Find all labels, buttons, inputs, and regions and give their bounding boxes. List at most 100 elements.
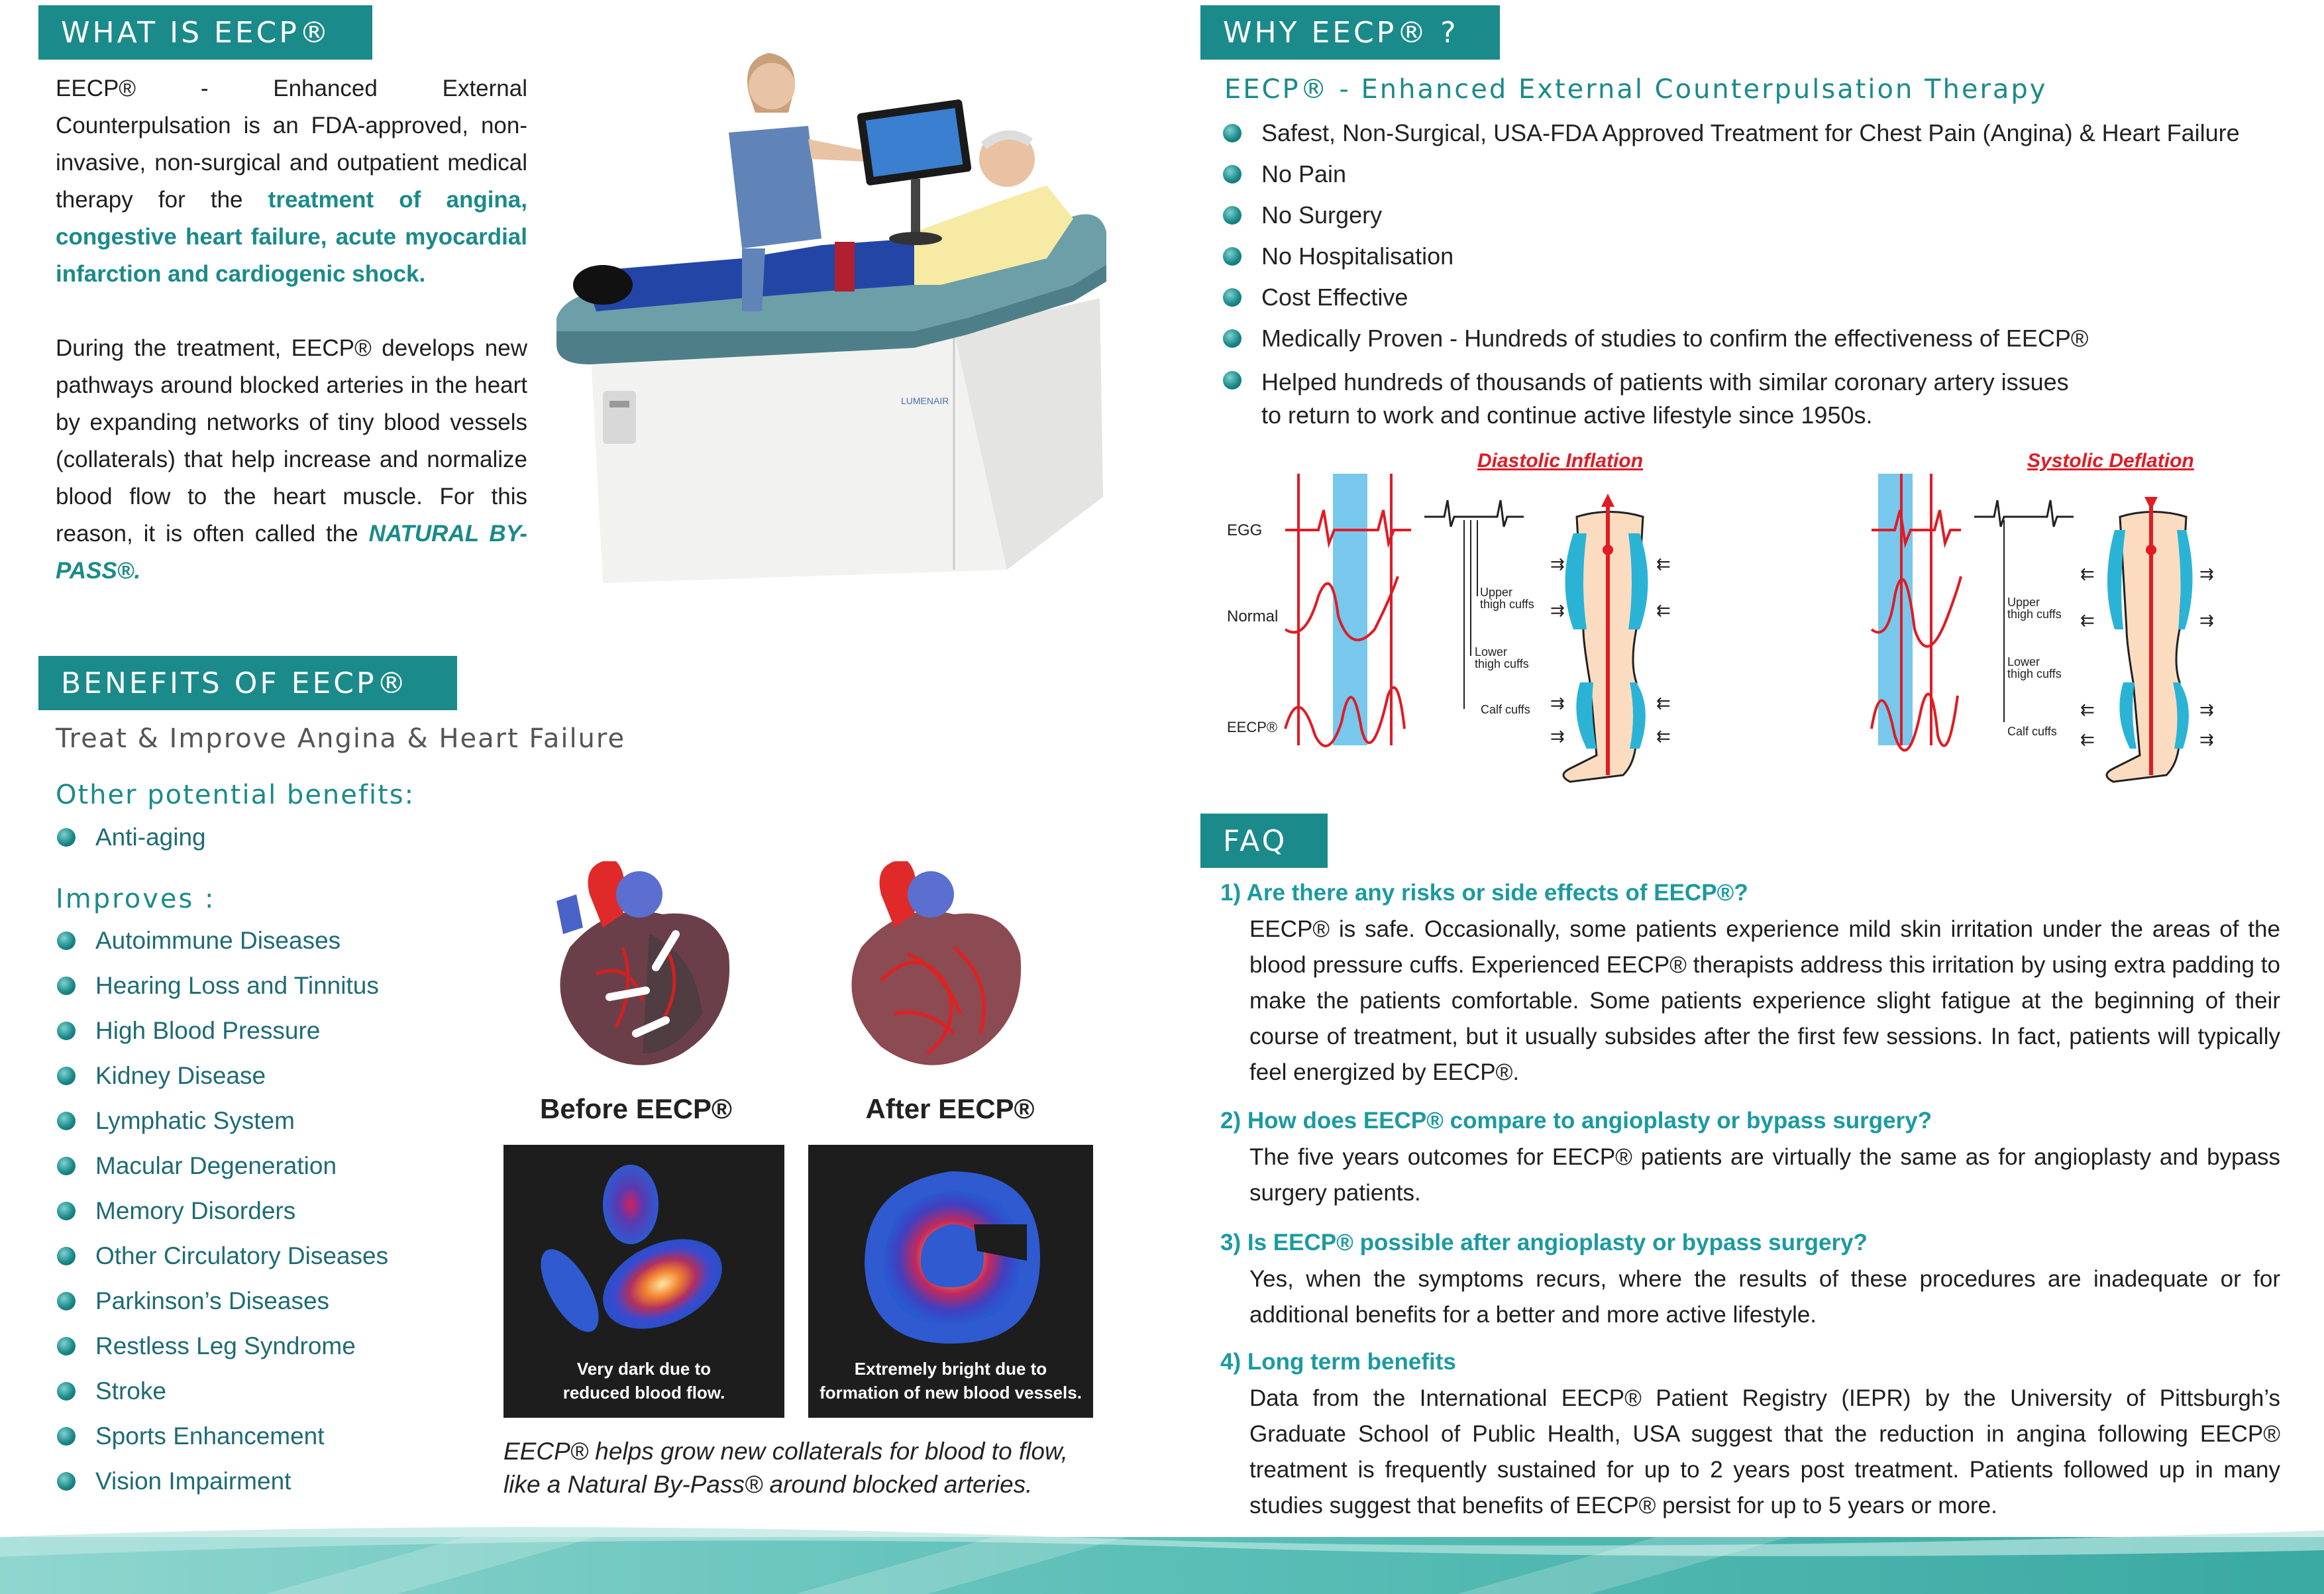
faq-question-4: 4) Long term benefits xyxy=(1220,1349,1456,1375)
before-scan-image xyxy=(541,1165,722,1332)
svg-text:⇇: ⇇ xyxy=(2080,564,2095,584)
svg-text:⇇: ⇇ xyxy=(1656,726,1671,746)
bullet-icon xyxy=(57,1067,76,1085)
benefits-header: BENEFITS OF EECP® xyxy=(38,656,457,710)
svg-text:⇉: ⇉ xyxy=(2199,700,2214,719)
before-scan-panel: Very dark due to reduced blood flow. xyxy=(503,1145,784,1418)
before-heart-illustration xyxy=(556,861,730,1065)
calf-cuffs-label: Calf cuffs xyxy=(1481,703,1530,716)
what-is-paragraph-2: During the treatment, EECP® develops new… xyxy=(56,330,527,590)
what-is-header: WHAT IS EECP® xyxy=(38,5,372,60)
benefit-label: Kidney Disease xyxy=(95,1062,266,1089)
list-item: High Blood Pressure xyxy=(57,1008,388,1053)
before-caption-line-1: Very dark due to xyxy=(576,1359,712,1379)
systolic-timing-band xyxy=(1878,474,1913,745)
svg-text:⇇: ⇇ xyxy=(1656,600,1671,620)
list-item: Other Circulatory Diseases xyxy=(57,1234,388,1279)
list-item: Hearing Loss and Tinnitus xyxy=(57,963,388,1008)
list-item: Macular Degeneration xyxy=(57,1143,388,1189)
benefit-label: Anti-aging xyxy=(95,824,206,851)
eecp-label: EECP® xyxy=(1227,719,1277,735)
bullet-icon xyxy=(57,1022,76,1040)
why-last-line-2: to return to work and continue active li… xyxy=(1261,401,1873,429)
list-item: No Surgery xyxy=(1223,195,2240,236)
why-label: No Surgery xyxy=(1261,201,1383,229)
normal-label: Normal xyxy=(1227,608,1278,625)
bullet-icon xyxy=(1223,124,1241,142)
svg-text:⇇: ⇇ xyxy=(1656,693,1671,713)
bullet-icon xyxy=(1223,288,1241,307)
other-benefits-list: Anti-aging xyxy=(57,815,206,860)
why-label: Cost Effective xyxy=(1261,284,1408,311)
faq-question-1: 1) Are there any risks or side effects o… xyxy=(1220,880,1748,906)
bullet-icon xyxy=(57,1382,76,1401)
faq-answer-2: The five years outcomes for EECP® patien… xyxy=(1249,1144,2280,1206)
what-is-highlight: treatment of angina, congestive heart fa… xyxy=(56,187,527,287)
why-title: WHY EECP® ? xyxy=(1223,15,1459,50)
after-scan-caption: Extremely bright due to formation of new… xyxy=(808,1357,1093,1405)
faq-title: FAQ xyxy=(1223,824,1288,858)
hearts-footer: EECP® helps grow new collaterals for blo… xyxy=(503,1435,1068,1501)
why-label: No Hospitalisation xyxy=(1261,242,1454,270)
decorative-footer-band xyxy=(0,1527,2324,1594)
svg-text:⇉: ⇉ xyxy=(1550,600,1565,620)
bullet-icon xyxy=(1223,165,1241,184)
list-item: Autoimmune Diseases xyxy=(57,918,388,963)
svg-text:⇉: ⇉ xyxy=(1550,554,1565,574)
bullet-icon xyxy=(1223,247,1241,266)
why-label: Safest, Non-Surgical, USA-FDA Approved T… xyxy=(1261,119,2240,146)
svg-text:⇇: ⇇ xyxy=(2080,700,2095,719)
other-benefits-title: Other potential benefits: xyxy=(56,780,415,810)
benefit-label: Memory Disorders xyxy=(95,1197,296,1224)
benefit-label: Parkinson’s Diseases xyxy=(95,1287,330,1314)
why-label: Medically Proven - Hundreds of studies t… xyxy=(1261,325,2089,352)
after-scan-panel: Extremely bright due to formation of new… xyxy=(808,1145,1093,1418)
list-item: Helped hundreds of thousands of patients… xyxy=(1223,359,2240,432)
benefit-label: Restless Leg Syndrome xyxy=(95,1332,356,1359)
benefit-label: Lymphatic System xyxy=(95,1107,295,1134)
before-scan-caption: Very dark due to reduced blood flow. xyxy=(503,1357,784,1405)
bullet-icon xyxy=(57,828,76,847)
bullet-icon xyxy=(1223,371,1241,390)
systolic-arrows: ⇇⇇⇉⇉ ⇇⇇⇉⇉ xyxy=(2080,564,2214,749)
list-item: Cost Effective xyxy=(1223,277,2240,318)
faq-header: FAQ xyxy=(1200,814,1328,868)
svg-text:⇉: ⇉ xyxy=(2199,729,2214,749)
benefit-label: Macular Degeneration xyxy=(95,1152,337,1179)
faq-question-3: 3) Is EECP® possible after angioplasty o… xyxy=(1220,1230,1868,1255)
systolic-leg-illustration xyxy=(2105,497,2193,783)
what-is-paragraph-1: EECP® - Enhanced External Counterpulsati… xyxy=(56,70,527,293)
after-heart-illustration xyxy=(851,861,1022,1065)
bullet-icon xyxy=(57,1157,76,1175)
what-is-title: WHAT IS EECP® xyxy=(61,15,331,50)
list-item: Vision Impairment xyxy=(57,1459,388,1504)
calf-cuffs-label-right: Calf cuffs xyxy=(2007,725,2057,738)
after-scan-image xyxy=(865,1171,1040,1344)
list-item: Memory Disorders xyxy=(57,1189,388,1234)
svg-text:⇇: ⇇ xyxy=(2080,610,2095,630)
list-item: Sports Enhancement xyxy=(57,1414,388,1459)
list-item: Lymphatic System xyxy=(57,1098,388,1143)
hearts-footer-line-1: EECP® helps grow new collaterals for blo… xyxy=(503,1438,1068,1465)
faq-answer-3: Yes, when the symptoms recurs, where the… xyxy=(1249,1266,2280,1328)
bullet-icon xyxy=(57,1247,76,1265)
bullet-icon xyxy=(1223,329,1241,348)
diastolic-leg-illustration xyxy=(1562,494,1648,783)
benefit-label: High Blood Pressure xyxy=(95,1017,321,1044)
bullet-icon xyxy=(57,1427,76,1446)
egg-label: EGG xyxy=(1227,521,1262,539)
benefits-subtitle: Treat & Improve Angina & Heart Failure xyxy=(56,723,626,754)
why-label-multiline: Helped hundreds of thousands of patients… xyxy=(1261,366,2069,432)
bullet-icon xyxy=(57,1337,76,1355)
list-item: No Pain xyxy=(1223,154,2240,195)
before-eecp-label: Before EECP® xyxy=(539,1093,733,1124)
list-item: Kidney Disease xyxy=(57,1053,388,1098)
after-caption-line-1: Extremely bright due to xyxy=(854,1359,1047,1379)
benefit-label: Stroke xyxy=(95,1377,166,1405)
list-item: Restless Leg Syndrome xyxy=(57,1324,388,1369)
why-header: WHY EECP® ? xyxy=(1200,5,1500,60)
what-is-body: During the treatment, EECP® develops new… xyxy=(56,335,527,547)
svg-text:⇇: ⇇ xyxy=(1656,554,1671,574)
after-caption-line-2: formation of new blood vessels. xyxy=(819,1383,1082,1403)
